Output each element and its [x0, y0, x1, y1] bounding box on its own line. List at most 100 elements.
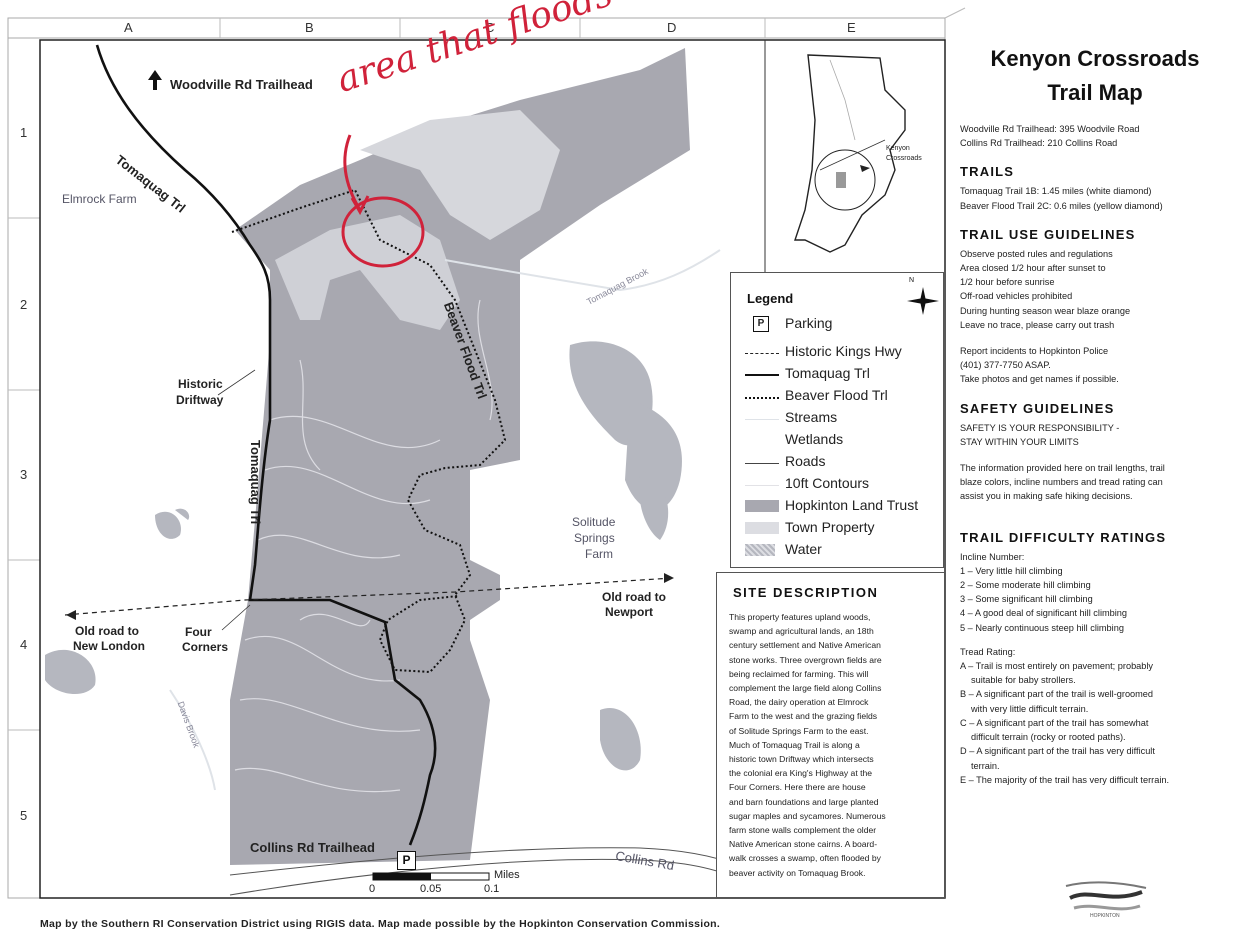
tread-item: B – A significant part of the trail is w… — [960, 689, 1154, 700]
compass-icon — [907, 287, 939, 315]
tomaquag-trl-label-mid: Tomaquag Trl — [248, 440, 263, 525]
grid-col-b: B — [305, 20, 314, 35]
tread-item-cont: suitable for baby strollers. — [971, 675, 1076, 686]
legend-item-land-trust: Hopkinton Land Trust — [745, 497, 945, 517]
legend-item-water: Water — [745, 541, 945, 561]
legend-item-tomaquag: Tomaquag Trl — [745, 365, 945, 385]
four-corners-label-1: Four — [185, 625, 212, 639]
site-line: the colonial era King's Highway at the — [729, 768, 873, 779]
old-road-newlondon-label-1: Old road to — [75, 624, 139, 638]
incline-item: 2 – Some moderate hill climbing — [960, 580, 1091, 591]
logo-icon — [1065, 881, 1147, 911]
scale-tick-1: 0.05 — [420, 883, 442, 895]
use-line: 1/2 hour before sunrise — [960, 277, 1055, 288]
site-line: of Solitude Springs Farm to the east. — [729, 725, 869, 736]
grid-col-d: D — [667, 20, 677, 35]
safety-info-line: The information provided here on trail l… — [960, 463, 1165, 474]
grid-col-a: A — [124, 20, 133, 35]
site-line: swamp and agricultural lands, an 18th — [729, 626, 874, 637]
safety-line: SAFETY IS YOUR RESPONSIBILITY - — [960, 422, 1120, 433]
old-road-newport-label-2: Newport — [605, 605, 653, 619]
report-line: Take photos and get names if possible. — [960, 374, 1119, 385]
grid-col-c: C — [485, 20, 495, 35]
safety-info-line: blaze colors, incline numbers and tread … — [960, 477, 1163, 488]
trails-heading: TRAILS — [960, 164, 1015, 180]
woodville-trailhead-label[interactable]: Woodville Rd Trailhead — [170, 77, 313, 92]
legend-item-streams: Streams — [745, 409, 945, 429]
site-line: Farm to the west and the grazing fields — [729, 711, 878, 722]
tread-item-cont: terrain. — [971, 760, 1000, 771]
site-line: and barn foundations and large planted — [729, 796, 879, 807]
use-guidelines-heading: TRAIL USE GUIDELINES — [960, 226, 1136, 242]
trail-item: Tomaquag Trail 1B: 1.45 miles (white dia… — [960, 186, 1152, 197]
logo-text: HOPKINTON — [1090, 913, 1120, 919]
legend: Legend N P Parking Historic Kings Hwy To… — [730, 272, 944, 568]
site-line: complement the large field along Collins — [729, 683, 882, 694]
water-patches — [45, 341, 682, 771]
grid-row-4: 4 — [20, 637, 28, 652]
safety-heading: SAFETY GUIDELINES — [960, 400, 1115, 416]
solitude-springs-label-1: Solitude — [572, 515, 616, 529]
legend-item-kings-hwy: Historic Kings Hwy — [745, 343, 945, 363]
site-description-title: SITE DESCRIPTION — [733, 585, 879, 600]
site-line: being reclaimed for farming. This will — [729, 668, 869, 679]
tomaquag-trail — [95, 44, 437, 846]
old-road-newport-label-1: Old road to — [602, 590, 666, 604]
site-line: historic town Driftway which intersects — [729, 754, 874, 765]
report-phone: (401) 377-7750 ASAP. — [960, 360, 1051, 371]
use-line: During hunting season wear blaze orange — [960, 305, 1131, 316]
collins-rd-line — [229, 858, 741, 896]
trailhead-address: Woodville Rd Trailhead: 395 Woodvile Roa… — [960, 124, 1140, 134]
inset-label-1: Kenyon — [886, 145, 910, 152]
legend-item-contours: 10ft Contours — [745, 475, 945, 495]
grid-row-3: 3 — [20, 467, 28, 482]
site-line: Much of Tomaquag Trail is along a — [729, 739, 860, 750]
inset-map — [764, 40, 906, 272]
safety-line: STAY WITHIN YOUR LIMITS — [960, 436, 1079, 447]
legend-item-beaver: Beaver Flood Trl — [745, 387, 945, 407]
use-line: Leave no trace, please carry out trash — [960, 319, 1115, 330]
solitude-springs-label-2: Springs — [574, 531, 615, 545]
flood-annotation — [341, 134, 425, 268]
legend-item-wetlands: Wetlands — [785, 431, 844, 447]
tread-item: C – A significant part of the trail has … — [960, 717, 1149, 728]
use-line: Off-road vehicles prohibited — [960, 291, 1073, 302]
safety-info-line: assist you in making safe hiking decisio… — [960, 491, 1133, 502]
tomaquag-brook — [444, 249, 721, 292]
town-property-area — [275, 215, 460, 330]
site-line: farm stone walls complement the older — [729, 825, 877, 836]
parking-marker[interactable]: P — [397, 851, 416, 870]
tread-item: A – Trail is most entirely on pavement; … — [960, 661, 1154, 672]
grid-row-1: 1 — [20, 125, 28, 140]
old-road-newlondon-label-2: New London — [73, 639, 145, 653]
report-line: Report incidents to Hopkinton Police — [960, 346, 1109, 357]
hopkinton-logo: HOPKINTON — [1060, 878, 1152, 922]
page-title: Kenyon Crossroads — [990, 46, 1200, 71]
incline-item: 5 – Nearly continuous steep hill climbin… — [960, 622, 1124, 633]
legend-item-parking: P Parking — [745, 315, 945, 335]
site-line: stone works. Three overgrown fields are — [729, 654, 882, 665]
scale-tick-0: 0 — [369, 883, 376, 895]
site-line: Road, the dairy operation at Elmrock — [729, 697, 869, 708]
grid-row-5: 5 — [20, 808, 28, 823]
incline-heading: Incline Number: — [960, 551, 1025, 562]
grid-col-e: E — [847, 20, 856, 35]
elmrock-farm-label: Elmrock Farm — [62, 192, 137, 206]
collins-trailhead-label[interactable]: Collins Rd Trailhead — [250, 840, 375, 855]
scale-tick-2: 0.1 — [484, 883, 500, 895]
site-line: This property features upland woods, — [729, 612, 871, 622]
tread-item: E – The majority of the trail has very d… — [960, 774, 1170, 785]
use-line: Area closed 1/2 hour after sunset to — [960, 263, 1106, 274]
legend-item-town: Town Property — [745, 519, 945, 539]
incline-item: 3 – Some significant hill climbing — [960, 594, 1093, 605]
compass-n: N — [909, 277, 915, 284]
difficulty-heading: TRAIL DIFFICULTY RATINGS — [960, 529, 1167, 545]
inset-label-2: Crossroads — [886, 155, 922, 162]
use-line: Observe posted rules and regulations — [960, 248, 1113, 259]
davis-brook-line — [169, 689, 216, 791]
up-arrow-icon — [148, 70, 162, 90]
page-subtitle: Trail Map — [1047, 80, 1143, 105]
tread-heading: Tread Rating: — [960, 646, 1016, 657]
historic-label: Historic — [178, 377, 223, 391]
contours — [234, 299, 493, 793]
